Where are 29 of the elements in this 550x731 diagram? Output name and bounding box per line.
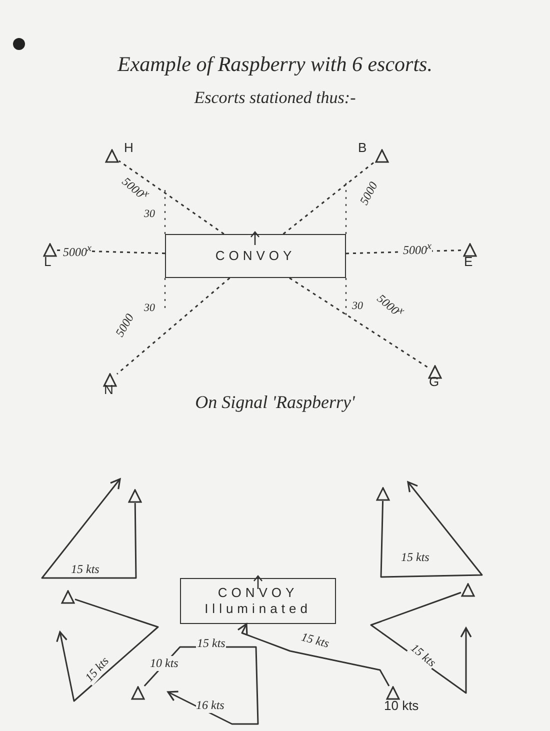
track-arrow <box>380 481 483 578</box>
convoy-box <box>165 234 346 278</box>
title: Example of Raspberry with 6 escorts. <box>116 52 434 77</box>
track-arrow <box>237 623 390 686</box>
track-arrow <box>370 592 472 694</box>
escort-letter: B <box>358 140 367 155</box>
speed-label: 16 kts <box>196 698 224 713</box>
dashed-line <box>282 160 376 235</box>
track-arrow <box>41 478 137 579</box>
escort-letter: 10 kts <box>384 698 419 713</box>
escort-letter: E <box>464 254 473 269</box>
edge-label: 15 kts <box>196 636 226 651</box>
bearing-label: 30 <box>144 208 155 220</box>
dashed-line <box>118 160 224 235</box>
dashed-line <box>116 277 230 375</box>
signal-note: On Signal 'Raspberry' <box>194 392 356 413</box>
bearing-label: 30 <box>144 302 155 314</box>
dashed-line <box>289 277 428 368</box>
track-arrow <box>56 598 159 702</box>
subtitle: Escorts stationed thus:- <box>193 88 357 108</box>
bearing-label: 30 <box>352 300 363 312</box>
speed-label: 10 kts <box>150 656 178 671</box>
escort-letter: N <box>104 382 114 397</box>
escort-letter: G <box>429 374 440 389</box>
convoy-label: CONVOY Illuminated <box>204 585 312 617</box>
convoy-box <box>180 578 336 624</box>
escort-letter: H <box>124 140 134 155</box>
escort-letter: L <box>44 254 52 269</box>
convoy-label: CONVOY <box>215 248 296 264</box>
